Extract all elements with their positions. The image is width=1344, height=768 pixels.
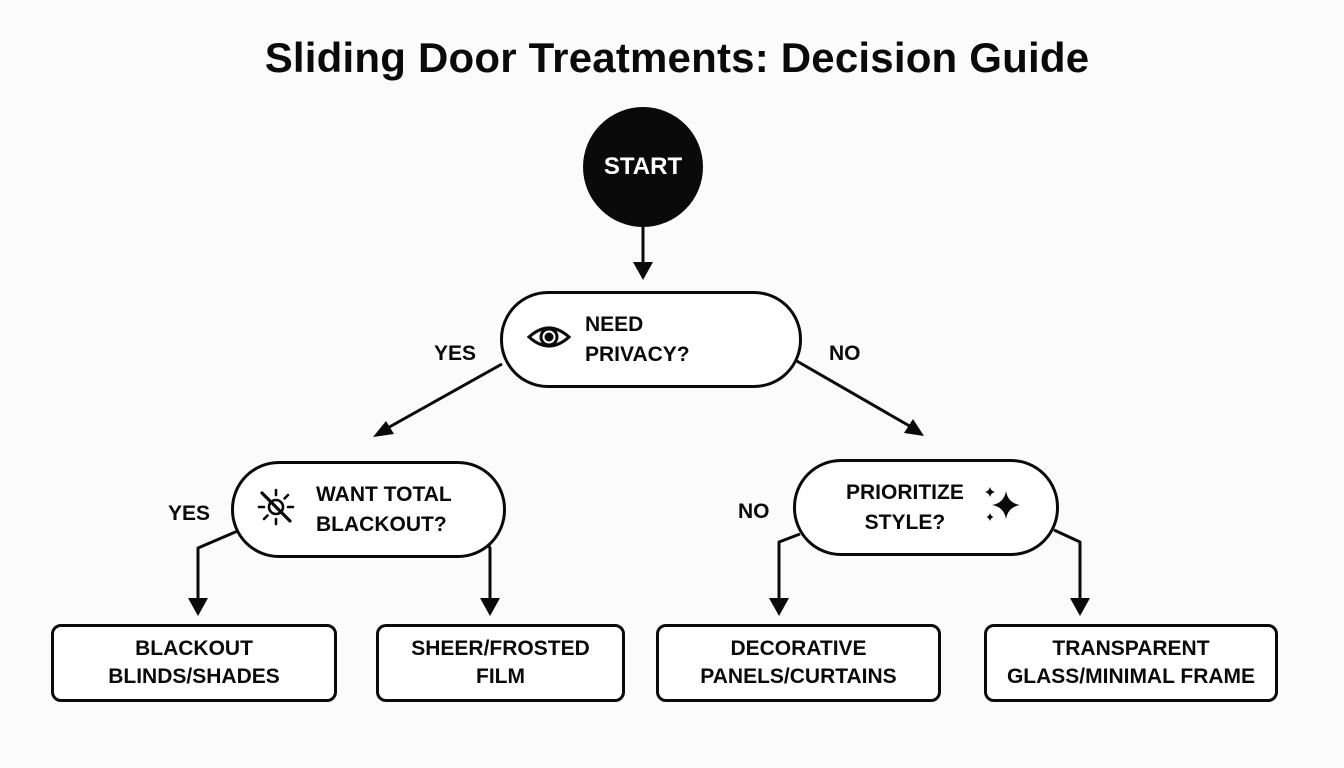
arrow-blackout-to-blinds [196,528,241,600]
outcome-blackout-line1: BLACKOUT [135,637,253,660]
arrowhead-style-yes [1070,598,1090,616]
decision-need-privacy: NEED PRIVACY? [500,291,802,388]
decision-privacy-line2: PRIVACY? [585,342,690,366]
decision-style-line1: PRIORITIZE [846,480,964,504]
outcome-blackout-blinds: BLACKOUT BLINDS/SHADES [51,624,337,702]
arrowhead-privacy-no [904,419,924,436]
outcome-decorative-panels: DECORATIVE PANELS/CURTAINS [656,624,941,702]
arrowhead-blackout-yes [188,598,208,616]
sparkle-icon [984,485,1022,530]
outcome-blackout-line2: BLINDS/SHADES [108,665,280,688]
edge-label-privacy-no: NO [829,342,861,365]
outcome-sheer-line2: FILM [476,665,525,688]
arrow-style-to-transparent [1053,528,1082,600]
decision-prioritize-style: PRIORITIZE STYLE? [793,459,1059,556]
outcome-transparent-glass: TRANSPARENT GLASS/MINIMAL FRAME [984,624,1278,702]
outcome-transparent-line2: GLASS/MINIMAL FRAME [1006,665,1256,688]
edge-label-blackout-yes: YES [168,502,211,525]
outcome-sheer-film: SHEER/FROSTED FILM [376,624,625,702]
edge-label-style-no: NO [738,500,770,523]
arrowhead-start [633,262,653,280]
outcome-decorative-line2: PANELS/CURTAINS [700,665,897,688]
page-title: Sliding Door Treatments: Decision Guide [264,34,1090,81]
decision-style-line2: STYLE? [864,510,946,534]
outcome-decorative-line1: DECORATIVE [730,637,867,660]
eye-icon [526,323,572,356]
outcome-transparent-line1: TRANSPARENT [1052,637,1210,660]
sun-off-icon [256,487,296,532]
decision-privacy-line1: NEED [585,312,644,336]
arrowhead-privacy-yes [373,421,394,437]
arrowhead-blackout-no [480,598,500,616]
arrowhead-style-no [769,598,789,616]
arrow-privacy-to-style [794,358,914,430]
decision-blackout-line2: BLACKOUT? [316,512,447,536]
outcome-sheer-line1: SHEER/FROSTED [411,637,590,660]
arrow-blackout-to-sheer [484,539,492,600]
decision-total-blackout: WANT TOTAL BLACKOUT? [231,461,506,558]
decision-blackout-line1: WANT TOTAL [316,482,452,506]
edge-label-privacy-yes: YES [434,342,477,365]
arrow-style-to-decorative [777,532,801,600]
start-node: START [583,107,703,227]
arrow-privacy-to-blackout [383,362,503,432]
